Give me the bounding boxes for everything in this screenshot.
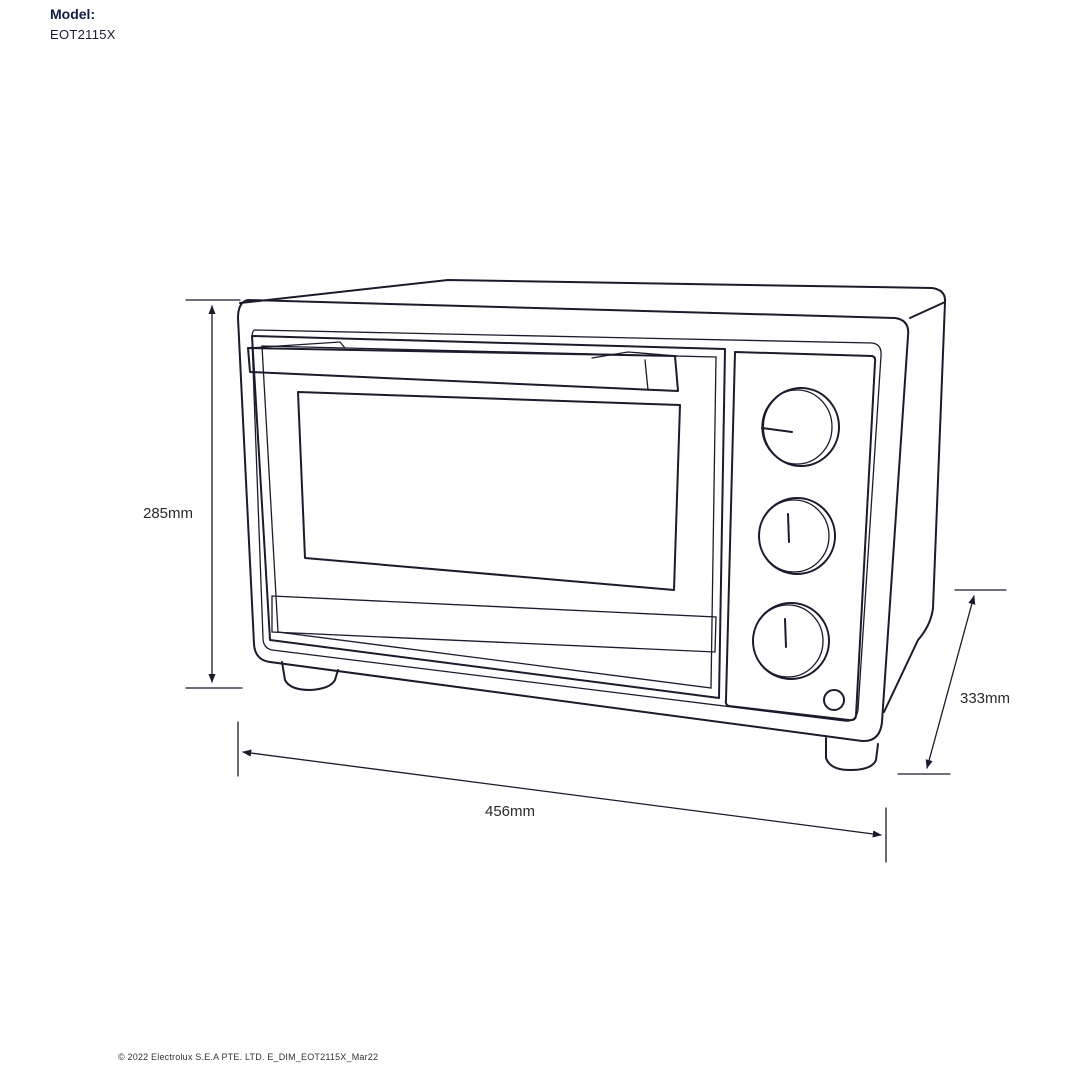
height-dimension (185, 299, 243, 689)
width-label: 456mm (485, 803, 535, 820)
indicator-light (823, 689, 845, 711)
width-dimension (237, 721, 887, 863)
height-label: 285mm (143, 505, 193, 522)
front-left-foot (281, 661, 339, 691)
depth-label: 333mm (960, 690, 1010, 707)
model-label: Model: (50, 6, 96, 22)
copyright-footer: © 2022 Electrolux S.E.A PTE. LTD. E_DIM_… (118, 1052, 379, 1062)
model-number: EOT2115X (50, 27, 116, 42)
oven-illustration (237, 279, 947, 771)
depth-dimension (897, 589, 1007, 775)
front-right-foot (825, 737, 879, 771)
knob-top (762, 387, 840, 467)
